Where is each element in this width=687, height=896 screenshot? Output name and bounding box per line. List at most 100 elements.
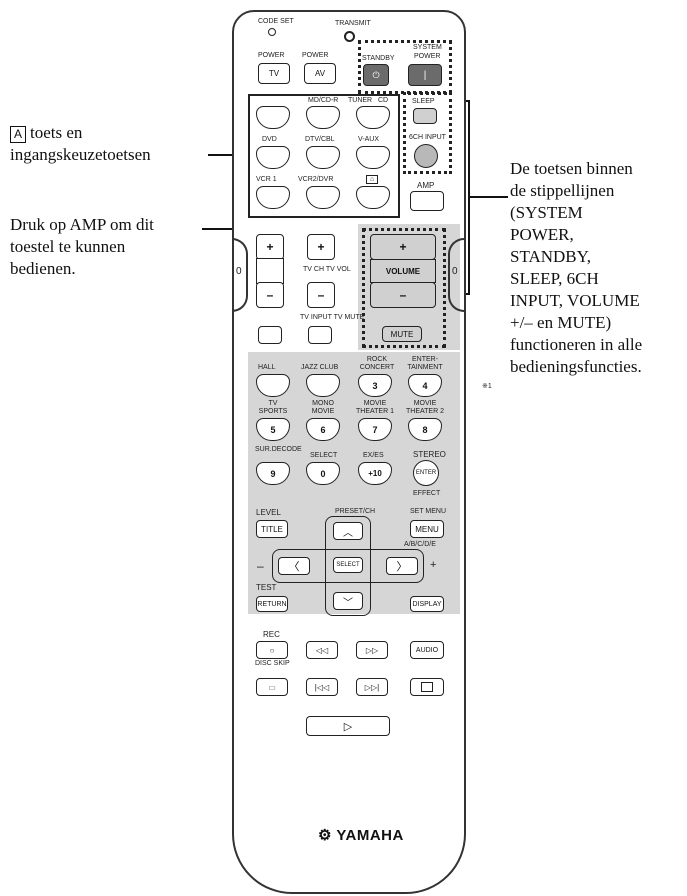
effect-label: EFFECT xyxy=(413,490,441,497)
rewind-button[interactable]: ◁◁ xyxy=(306,641,338,659)
dpad-cross-vertical xyxy=(325,516,371,616)
leader-line-right xyxy=(470,196,508,198)
system-power-label-2: POWER xyxy=(414,53,441,60)
code-set-indicator xyxy=(268,28,276,36)
annotation-right-line: INPUT, VOLUME xyxy=(510,291,640,310)
rec-label: REC xyxy=(263,630,280,639)
sound-entertainment-button[interactable]: 4 xyxy=(408,374,442,397)
dpad-cross-horizontal xyxy=(272,549,424,583)
tv-vol-down-button[interactable]: – xyxy=(307,282,335,308)
tv-ch-down-button[interactable]: – xyxy=(256,282,284,308)
dpad-down-button[interactable]: ﹀ xyxy=(333,592,363,610)
sound-label-surdecode: SUR.DECODE xyxy=(255,446,302,453)
dotted-box-sleep xyxy=(403,92,452,174)
chevron-right-icon: 〉 xyxy=(396,561,408,573)
dpad-right-button[interactable]: 〉 xyxy=(386,557,418,575)
annotation-right-line: de stippellijnen xyxy=(510,181,615,200)
level-label: LEVEL xyxy=(256,508,281,517)
annotation-right-line: De toetsen binnen xyxy=(510,159,633,178)
annotation-right-line: STANDBY, xyxy=(510,247,591,266)
annotation-b-line1: Druk op AMP om dit xyxy=(10,215,154,234)
annotation-right-line: SLEEP, 6CH xyxy=(510,269,599,288)
standby-icon: ⏻ xyxy=(372,69,380,80)
return-button[interactable]: RETURN xyxy=(256,596,288,612)
input-label-vcr1: VCR 1 xyxy=(256,176,277,183)
record-icon: ○ xyxy=(269,645,275,655)
tv-mute-button[interactable] xyxy=(308,326,332,344)
sleep-button[interactable] xyxy=(413,108,437,124)
code-set-label: CODE SET xyxy=(258,18,294,25)
transmit-led xyxy=(344,31,355,42)
annotation-right-line: POWER, xyxy=(510,225,574,244)
system-power-button[interactable]: | xyxy=(408,64,442,86)
system-power-label-1: SYSTEM xyxy=(413,44,442,51)
yamaha-logo: ⚙ YAMAHA xyxy=(318,826,404,844)
stop-button[interactable] xyxy=(410,678,444,696)
volume-down-button[interactable]: – xyxy=(370,282,436,308)
power-av-label: POWER xyxy=(302,52,329,59)
rewind-icon: ◁◁ xyxy=(315,645,329,655)
annotation-a-box: A xyxy=(10,126,27,143)
annotation-a-line1: toets en xyxy=(30,123,83,142)
sound-label-rock: ROCK CONCERT xyxy=(359,356,395,371)
sound-label-ent: ENTER-TAINMENT xyxy=(407,356,443,371)
side-digit-right: 0 xyxy=(452,266,458,277)
amp-button[interactable] xyxy=(410,191,444,211)
stop-icon xyxy=(421,682,433,692)
set-menu-label: SET MENU xyxy=(410,508,447,515)
input-label-vaux: V-AUX xyxy=(358,136,380,143)
skip-back-button[interactable]: |◁◁ xyxy=(306,678,338,696)
level-minus: – xyxy=(257,559,264,573)
disc-skip-button[interactable]: ▭ xyxy=(256,678,288,696)
standby-button[interactable]: ⏻ xyxy=(363,64,389,86)
tv-ch-middle xyxy=(256,258,284,284)
volume-up-button[interactable]: + xyxy=(370,234,436,260)
six-ch-input-button[interactable] xyxy=(414,144,438,168)
six-ch-input-label: 6CH INPUT xyxy=(409,134,446,141)
brand-name: YAMAHA xyxy=(336,827,404,844)
disc-skip-label: DISC SKIP xyxy=(255,660,290,667)
av-power-button[interactable]: AV xyxy=(304,63,336,84)
leader-line-input xyxy=(208,154,248,156)
fast-forward-icon: ▷▷ xyxy=(365,645,379,655)
play-icon: ▷ xyxy=(343,720,353,733)
transmit-label: TRANSMIT xyxy=(335,20,371,27)
menu-button[interactable]: MENU xyxy=(410,520,444,538)
tv-vol-up-button[interactable]: + xyxy=(307,234,335,260)
small-mark: ※1 xyxy=(482,383,492,390)
yamaha-emblem-icon: ⚙ xyxy=(318,827,332,844)
dotted-box-volume xyxy=(362,228,446,348)
sleep-label: SLEEP xyxy=(412,98,435,105)
input-label-md: MD/CD-R xyxy=(308,97,339,104)
dpad-select-button[interactable]: SELECT xyxy=(333,557,363,573)
skip-forward-button[interactable]: ▷▷| xyxy=(356,678,388,696)
dpad-up-button[interactable]: ︿ xyxy=(333,522,363,540)
preset-ch-label: PRESET/CH xyxy=(335,508,376,515)
annotation-b-line2: toestel te kunnen xyxy=(10,237,126,256)
annotation-right-line: functioneren in alle xyxy=(510,335,643,354)
tv-ch-up-button[interactable]: + xyxy=(256,234,284,260)
rec-button[interactable]: ○ xyxy=(256,641,288,659)
dpad-left-button[interactable]: 〈 xyxy=(278,557,310,575)
power-on-icon: | xyxy=(423,69,427,81)
input-label-cd: CD xyxy=(378,97,389,104)
skip-forward-icon: ▷▷| xyxy=(364,682,380,692)
tv-input-button[interactable] xyxy=(258,326,282,344)
enter-button[interactable]: ENTER xyxy=(413,460,439,486)
tv-power-button[interactable]: TV xyxy=(258,63,290,84)
title-button[interactable]: TITLE xyxy=(256,520,288,538)
audio-button[interactable]: AUDIO xyxy=(410,641,444,659)
input-label-tuner: TUNER xyxy=(348,97,373,104)
fast-forward-button[interactable]: ▷▷ xyxy=(356,641,388,659)
chevron-down-icon: ﹀ xyxy=(343,597,353,609)
sound-label-mt2: MOVIE THEATER 2 xyxy=(406,400,444,415)
annotation-right-line: bedieningsfuncties. xyxy=(510,357,642,376)
sound-label-tvsports: TV SPORTS xyxy=(258,400,288,415)
display-button[interactable]: DISPLAY xyxy=(410,596,444,612)
abcde-label: A/B/C/D/E xyxy=(404,541,436,548)
chevron-left-icon: 〈 xyxy=(288,561,300,573)
mute-button[interactable]: MUTE xyxy=(382,326,422,342)
play-button[interactable]: ▷ xyxy=(306,716,390,736)
